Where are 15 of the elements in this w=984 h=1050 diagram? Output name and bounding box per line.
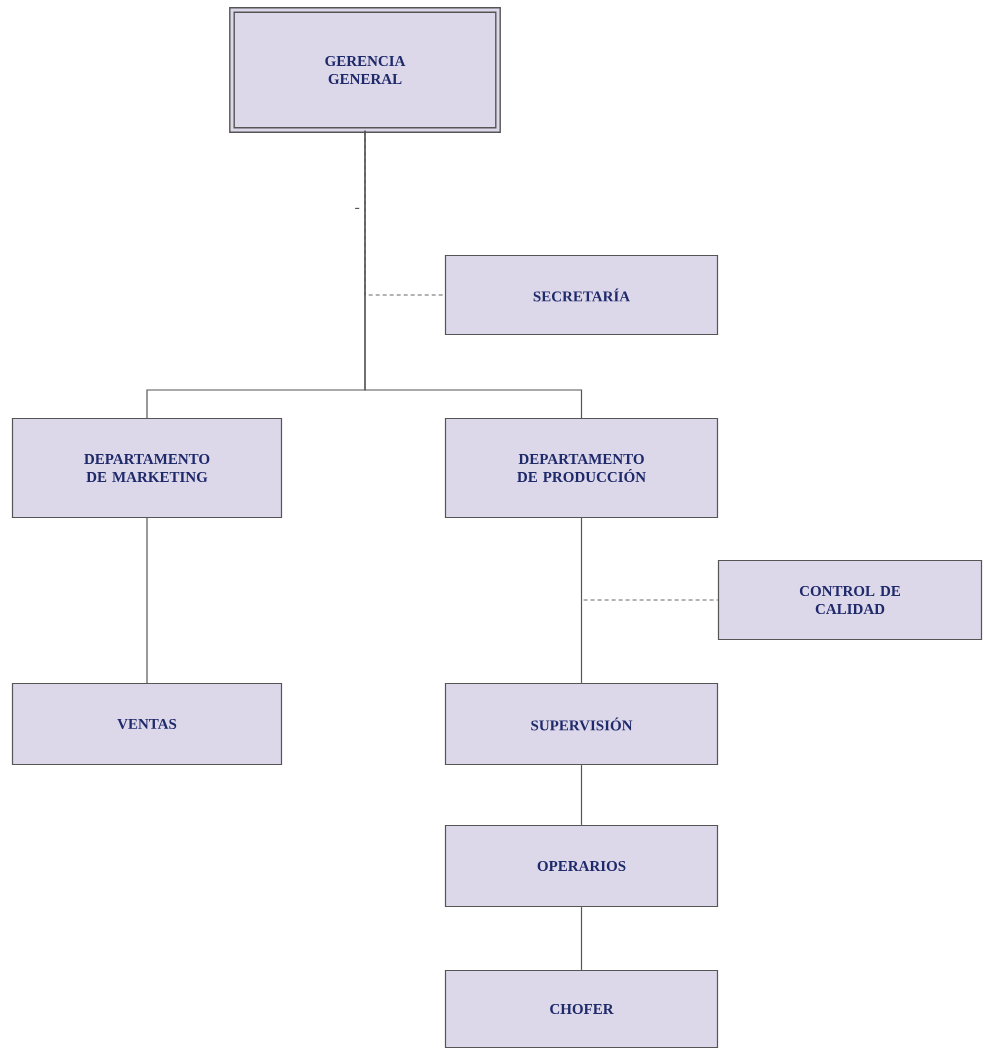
- org-box: CONTROL DE CALIDAD: [717, 559, 983, 641]
- org-box: DEPARTAMENTO DE PRODUCCIÓN: [444, 417, 719, 519]
- org-box: SECRETARÍA: [444, 254, 719, 336]
- org-box: GERENCIA GENERAL: [229, 7, 501, 133]
- stray-mark: -: [355, 207, 360, 209]
- connector-line: [580, 764, 583, 826]
- org-box: SUPERVISIÓN: [444, 682, 719, 766]
- org-box: VENTAS: [11, 682, 283, 766]
- org-box: OPERARIOS: [444, 824, 719, 908]
- connector-line: [580, 517, 583, 684]
- org-box: CHOFER: [444, 969, 719, 1049]
- connector-line: [364, 130, 583, 419]
- connector-line: [580, 906, 583, 971]
- connector-line: [146, 517, 148, 684]
- org-box: DEPARTAMENTO DE MARKETING: [11, 417, 283, 519]
